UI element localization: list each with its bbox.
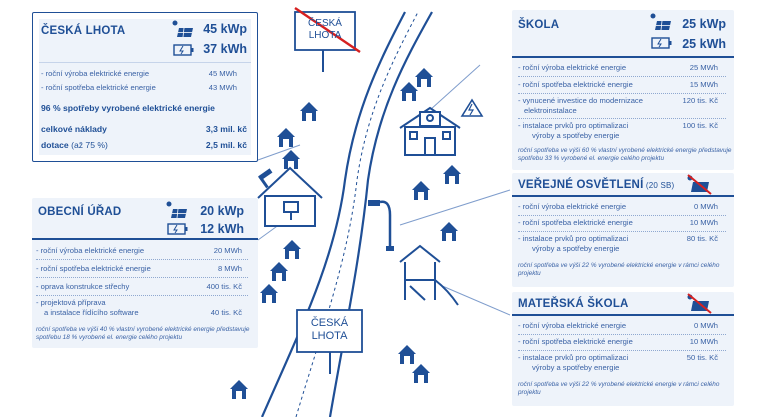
town-hall-icon — [257, 166, 323, 227]
verejne-osvetleni-card: VEŘEJNÉ OSVĚTLENÍ (20 SB) - roční výroba… — [512, 173, 734, 287]
footnote: roční spotřeba ve výši 60 % vlastní vyro… — [518, 147, 732, 162]
power-value: 25 kWp — [682, 17, 726, 31]
solar-panel-icon — [172, 20, 193, 38]
grant-row: dotace (až 75 %)2,5 mil. kč — [41, 140, 247, 150]
project-prep-row: - projektová příprava a instalace řídící… — [36, 298, 242, 317]
optimization-row: - instalace prvků pro optimalizaci výrob… — [518, 121, 718, 140]
solar-panel-icon — [650, 13, 671, 31]
optimization-row: - instalace prvků pro optimalizaci výrob… — [518, 234, 718, 253]
road-left-edge — [260, 11, 406, 417]
card-title: OBECNÍ ÚŘAD — [38, 206, 122, 218]
no-solar-panel-icon — [687, 174, 712, 195]
road-right-edge — [328, 11, 433, 417]
footnote: roční spotřeba ve výši 22 % vyrobené ele… — [518, 262, 720, 277]
battery-icon — [167, 223, 188, 235]
highlight-text: 96 % spotřeby vyrobené elektrické energi… — [41, 103, 215, 113]
card-title: VEŘEJNÉ OSVĚTLENÍ (20 SB) — [518, 179, 675, 191]
battery-icon — [651, 37, 672, 49]
playground-icon — [399, 244, 459, 306]
skola-card: ŠKOLA 25 kWp 25 kWh - roční výroba elekt… — [512, 10, 734, 170]
card-title: ŠKOLA — [518, 19, 560, 31]
hammer-icon — [258, 168, 273, 189]
optimization-row: - instalace prvků pro optimalizaci výrob… — [518, 353, 718, 372]
footnote: roční spotřeba ve výši 40 % vlastní vyro… — [36, 326, 250, 341]
modernization-row: - vynucené investice do modernizace elek… — [518, 96, 718, 115]
school-icon — [399, 106, 461, 156]
no-solar-panel-icon — [687, 293, 712, 314]
battery-icon — [173, 44, 194, 56]
card-title: MATEŘSKÁ ŠKOLA — [518, 298, 629, 310]
capacity-value: 12 kWh — [200, 222, 244, 236]
obecni-urad-card: OBECNÍ ÚŘAD 20 kWp 12 kWh - roční výroba… — [32, 198, 258, 348]
road-sign-icon-bottom — [296, 309, 363, 374]
materska-skola-card: MATEŘSKÁ ŠKOLA - roční výroba elektrické… — [512, 292, 734, 406]
power-value: 20 kWp — [200, 204, 244, 218]
card-title: ČESKÁ LHOTA — [41, 25, 126, 37]
house-icon-small — [230, 68, 461, 399]
footnote: roční spotřeba ve výši 22 % vyrobené ele… — [518, 381, 720, 396]
ceska-lhota-card: ČESKÁ LHOTA 45 kWp 37 kWh - roční výroba… — [32, 12, 258, 162]
lightning-icon — [460, 98, 484, 117]
capacity-value: 37 kWh — [203, 42, 247, 56]
capacity-value: 25 kWh — [682, 37, 726, 51]
street-lamp-icon — [368, 200, 394, 251]
road-sign-icon-top — [294, 7, 361, 72]
power-value: 45 kWp — [203, 22, 247, 36]
solar-panel-icon — [166, 201, 187, 219]
